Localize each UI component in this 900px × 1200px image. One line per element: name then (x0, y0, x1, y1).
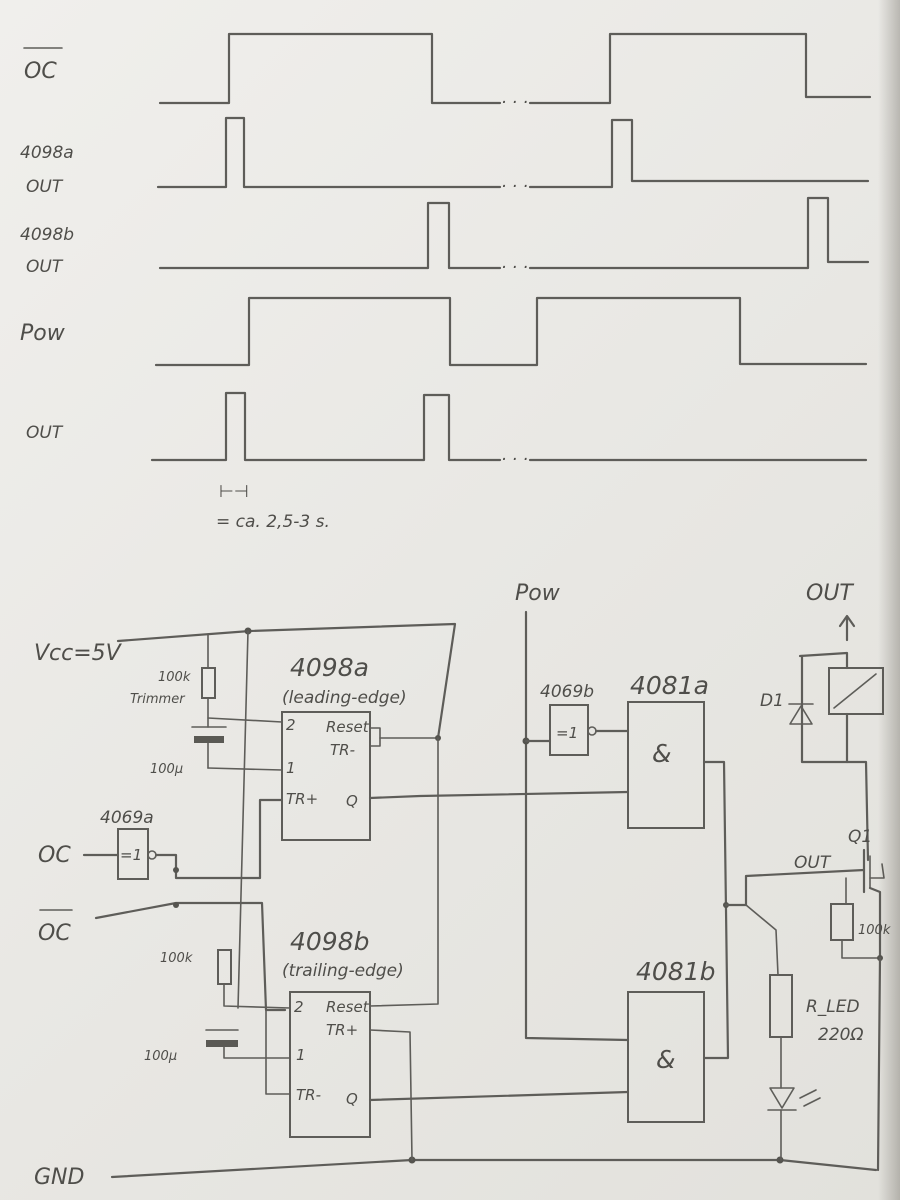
waveform-4098a-out (156, 116, 502, 189)
trimmer-value: 100k (158, 670, 191, 685)
waveform-4098a-out-cont (528, 118, 870, 189)
monoflop-a-pin-q: Q (346, 792, 358, 810)
timing-label-4098a-out: OUT (26, 177, 64, 197)
monoflop-b-pin-q: Q (346, 1090, 358, 1108)
timing-ellipsis-4: · · · (501, 450, 528, 470)
inverter-b-symbol: =1 (556, 724, 578, 742)
timing-label-out: OUT (26, 423, 64, 443)
pulse-width-marker: ⊢⊣ (219, 482, 249, 502)
oc-bar-input-label: OC (38, 921, 71, 946)
monoflop-b-pin-trplus: TR+ (326, 1021, 358, 1039)
timing-label-4098b: 4098b (20, 225, 74, 245)
pow-input-label: Pow (515, 581, 561, 606)
waveform-oc-bar (158, 32, 502, 105)
inverter-a-bubble (147, 850, 157, 860)
pulse-duration-note: = ca. 2,5-3 s. (216, 512, 330, 532)
timing-ellipsis-3: · · · (501, 258, 528, 278)
svg-text:OC: OC (24, 59, 57, 84)
monoflop-b-name: 4098b (290, 927, 370, 956)
timing-label-oc-bar: OC (23, 47, 63, 84)
and-a (627, 701, 705, 829)
monoflop-b-pin-2: 2 (294, 998, 304, 1016)
and-b-symbol: & (656, 1045, 676, 1074)
timing-label-4098a: 4098a (20, 143, 74, 163)
res-b (217, 949, 232, 985)
res-b-value: 100k (160, 951, 193, 966)
monoflop-a-pin-trminus: TR- (330, 741, 355, 759)
gnd-junction-2 (776, 1156, 784, 1164)
monoflop-b-pin-trminus: TR- (296, 1086, 321, 1104)
monoflop-b (289, 991, 371, 1138)
monoflop-a-pin-trplus: TR+ (286, 790, 318, 808)
inverter-a-name: 4069a (100, 808, 154, 828)
waveform-4098b-out-cont (528, 196, 870, 270)
monoflop-a-name: 4098a (290, 653, 369, 682)
cap-b-bottom-plate (206, 1040, 238, 1047)
timing-diagram: OC 4098a OUT 4098b OUT Pow OUT · · · · ·… (20, 32, 872, 532)
monoflop-b-pin-1: 1 (296, 1046, 306, 1064)
monoflop-b-desc: (trailing-edge) (282, 961, 404, 981)
gnd-label: GND (34, 1165, 84, 1190)
led-resistor (769, 974, 793, 1038)
out-label: OUT (806, 581, 854, 606)
gate-resistor (830, 903, 854, 941)
and-b-name: 4081b (636, 957, 716, 986)
monoflop-a-pin-reset: Reset (326, 718, 370, 736)
waveform-pow (154, 296, 868, 367)
diode-label: D1 (760, 691, 784, 711)
cap-a-bottom-plate (194, 736, 224, 743)
timing-ellipsis-1: · · · (501, 93, 528, 113)
transistor-label: Q1 (848, 827, 872, 847)
cap-b-value: 100µ (144, 1049, 177, 1064)
gate-res-value: 100k (858, 923, 891, 938)
waveform-4098b-out (158, 201, 502, 270)
inverter-b-name: 4069b (540, 682, 594, 702)
transistor-gate-label: OUT (794, 853, 832, 873)
and-a-symbol: & (652, 739, 672, 768)
schematic: Vcc=5V GND 100k Trimmer 100µ 4098a (lead… (34, 581, 891, 1190)
monoflop-a (281, 711, 371, 841)
waveform-out (150, 391, 502, 462)
monoflop-b-pin-reset: Reset (326, 998, 370, 1016)
led-icon (769, 1087, 795, 1109)
led-res-value: 220Ω (818, 1025, 863, 1045)
gnd-rail (110, 1158, 878, 1179)
trimmer-label: Trimmer (130, 692, 186, 707)
oc-input-label: OC (38, 843, 71, 868)
timing-ellipsis-2: · · · (501, 177, 528, 197)
timing-label-4098b-out: OUT (26, 257, 64, 277)
and-b (627, 991, 705, 1123)
inverter-b-bubble (587, 726, 597, 736)
timing-label-pow: Pow (20, 321, 66, 346)
led-res-label: R_LED (806, 997, 860, 1017)
waveform-oc-bar-cont (528, 32, 872, 105)
cap-a-value: 100µ (150, 762, 183, 777)
monoflop-a-pin-1: 1 (286, 759, 296, 777)
diode-icon (789, 705, 813, 725)
trimmer-resistor (201, 667, 216, 699)
inverter-a-symbol: =1 (120, 846, 142, 864)
and-a-name: 4081a (630, 671, 709, 700)
vcc-label: Vcc=5V (34, 641, 123, 666)
monoflop-a-pin-2: 2 (286, 716, 296, 734)
vcc-rail (116, 622, 457, 740)
monoflop-a-desc: (leading-edge) (282, 688, 407, 708)
